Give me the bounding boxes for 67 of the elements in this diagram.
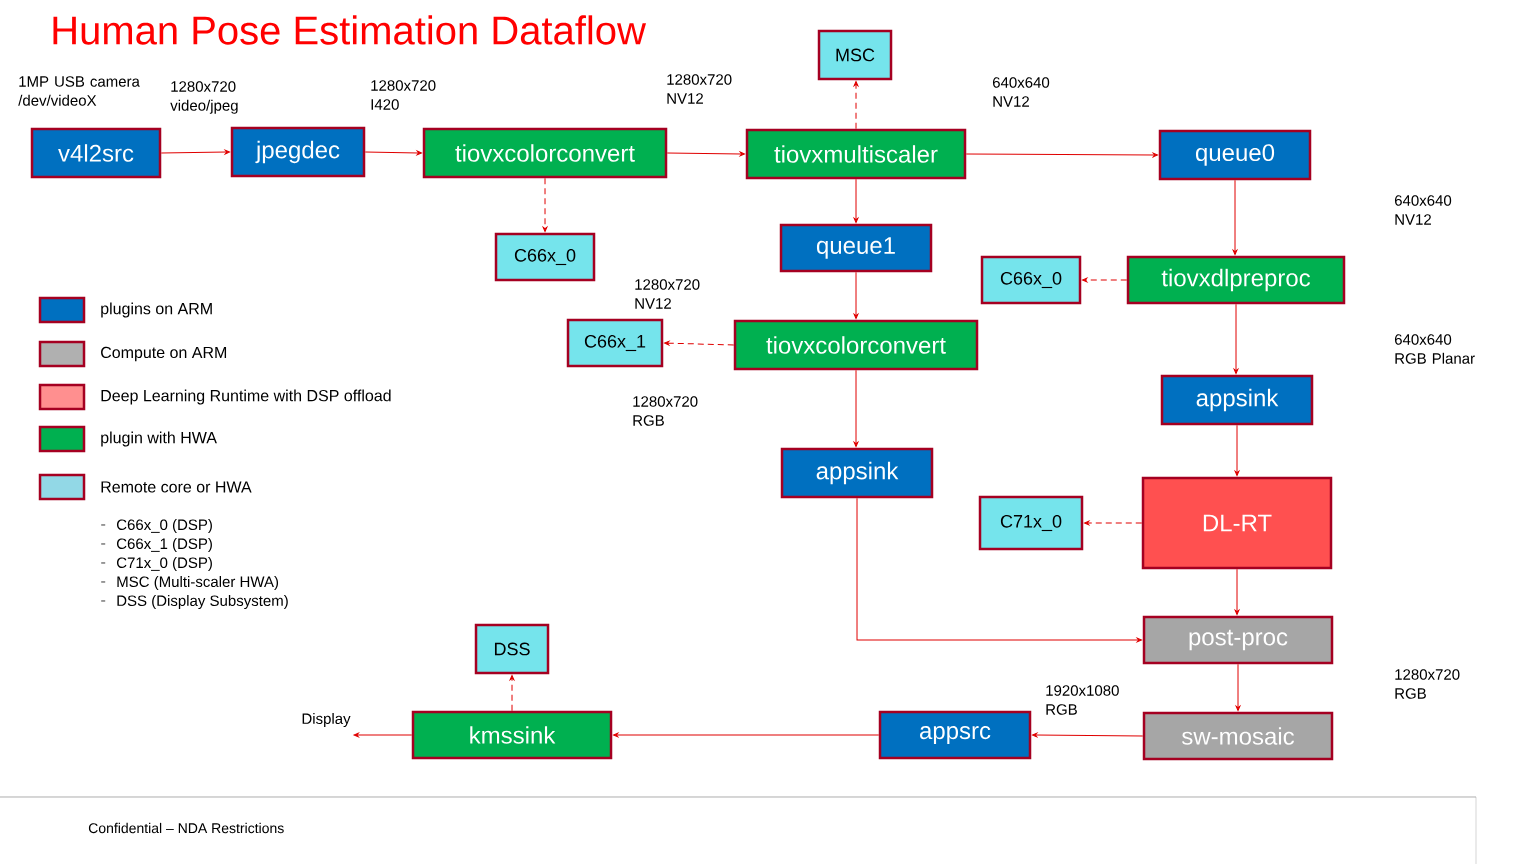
core-box: C66x_0 [494,232,596,282]
arrow [853,369,859,447]
arrow [613,732,880,738]
core-box: C66x_1 [566,318,664,368]
list-item: C71x_0 (DSP) [100,557,212,571]
format-label: 1280x720 NV12 [635,279,700,309]
list-item: C66x_1 (DSP) [100,538,212,552]
runtime-box: DL-RT [1141,476,1333,570]
format-label: 640x640 RGB Planar [1395,334,1475,364]
format-label: 640x640 NV12 [993,77,1050,107]
format-label: 640x640 NV12 [1395,195,1452,225]
arrow [1233,303,1239,374]
arrow [1235,663,1241,711]
legend-text: Remote core or HWA [101,481,252,493]
plugin-box: tiovxdlpreproc [1126,255,1346,305]
arrow [1084,520,1143,526]
core-box: MSC [817,29,893,81]
arrow [353,732,413,738]
arrow [965,152,1158,158]
plugin-box: appsink [780,447,934,499]
legend-text: plugin with HWA [101,431,217,447]
plugin-box: queue1 [779,223,933,273]
list-item: MSC (Multi-scaler HWA) [100,576,279,590]
footer-text: Confidential – NDA Restrictions [88,822,284,834]
arrow [1234,424,1240,476]
plugin-box: appsrc [878,710,1032,760]
legend-text: plugins on ARM [101,302,212,318]
plugin-box: v4l2src [30,127,162,179]
source-label: 1MP USB camera /dev/videoX [18,76,140,106]
arrow [542,177,548,232]
format-label: 1920x1080 RGB [1046,685,1119,715]
plugin-box: jpegdec [230,126,366,178]
arrow [666,151,745,157]
arrow [853,178,859,223]
arrow [1232,179,1238,255]
plugin-box: kmssink [411,710,613,760]
compute-box: post-proc [1142,615,1334,665]
list-item: DSS (Display Subsystem) [100,595,288,609]
legend-text: Compute on ARM [101,346,227,362]
arrow [1234,568,1240,615]
arrow [853,271,859,319]
arrow [160,149,230,155]
plugin-box: queue0 [1158,129,1312,181]
arrow [1032,732,1144,738]
core-box: DSS [474,623,550,675]
arrow [1082,277,1128,283]
format-label: 1280x720 RGB [633,396,698,426]
format-label: 1280x720 I420 [371,80,436,110]
core-box: C66x_0 [980,255,1082,305]
arrow [853,81,859,130]
display-label: Display [302,713,351,727]
list-item: C66x_0 (DSP) [100,519,212,533]
plugin-box: appsink [1160,374,1314,426]
title: Human Pose Estimation Dataflow [53,15,647,45]
compute-box: sw-mosaic [1142,711,1334,761]
arrow [856,497,1142,643]
plugin-box: tiovxcolorconvert [733,319,979,371]
format-label: 1280x720 video/jpeg [170,81,238,114]
format-label: 1280x720 RGB [1395,669,1460,699]
arrow [509,675,515,712]
core-box: C71x_0 [978,495,1084,551]
plugin-box: tiovxmultiscaler [745,128,967,180]
format-label: 1280x720 NV12 [667,74,732,104]
arrow [364,150,422,156]
legend-text: Deep Learning Runtime with DSP offload [101,389,391,405]
arrow [664,340,735,346]
plugin-box: tiovxcolorconvert [422,127,668,179]
